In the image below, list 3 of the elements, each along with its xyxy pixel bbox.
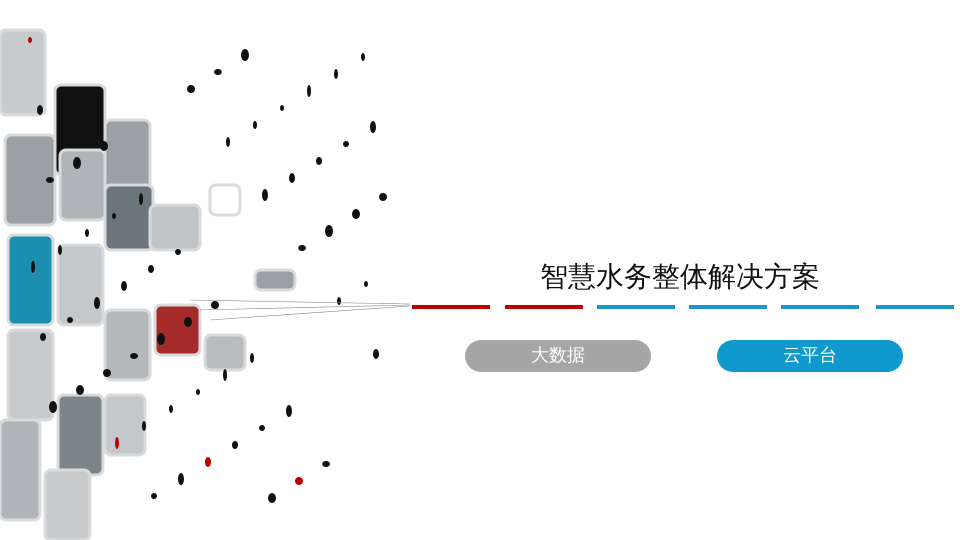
tag-label: 大数据 xyxy=(465,340,651,372)
tag-label: 云平台 xyxy=(717,340,903,372)
slide-title: 智慧水务整体解决方案 xyxy=(539,259,821,295)
